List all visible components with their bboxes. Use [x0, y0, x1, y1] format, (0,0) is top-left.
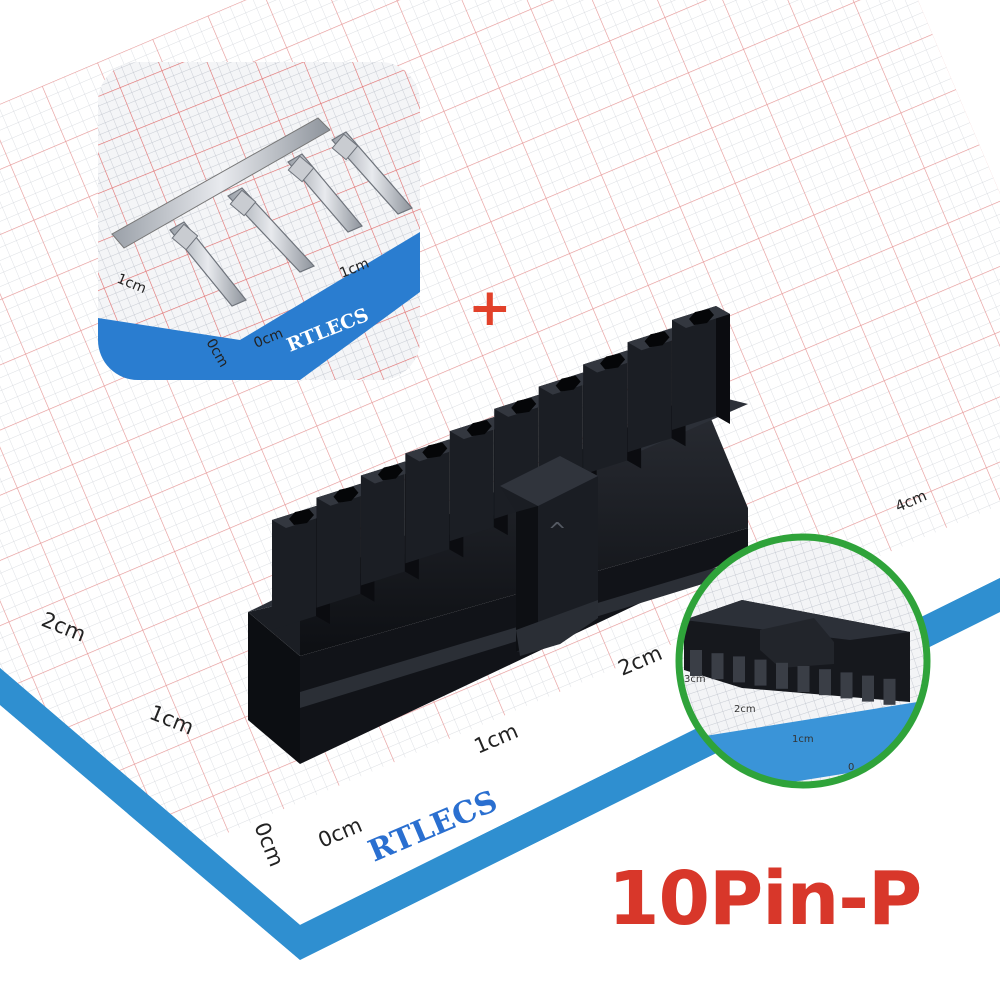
connector-housing: ^ — [248, 306, 748, 764]
mini-slot — [883, 678, 896, 705]
crimp-terminal-strip — [111, 117, 413, 307]
pin-towers — [272, 306, 730, 630]
latch-arrow-icon: ^ — [548, 519, 566, 544]
mini-slot — [711, 653, 724, 680]
pin-tower — [672, 306, 730, 430]
ruler-grid — [0, 0, 1000, 911]
circle-label-2cm: 2cm — [734, 704, 756, 715]
circle-label-1cm: 1cm — [792, 734, 814, 745]
mini-slot — [797, 666, 810, 692]
connector-latch: ^ — [500, 456, 598, 656]
mini-slot — [862, 675, 874, 702]
circle-label-0: 0 — [848, 762, 854, 773]
green-circle-frame — [675, 533, 931, 789]
terminals-inset: 1cm 0cm 0cm 1cm RTLECS — [98, 62, 420, 380]
plus-icon: + — [468, 278, 512, 338]
mini-slot — [819, 669, 831, 696]
mini-slot — [690, 650, 702, 676]
mini-slot — [754, 659, 767, 686]
mini-slot — [776, 662, 788, 689]
mini-slot — [733, 656, 745, 683]
mini-slot — [840, 672, 853, 699]
circle-label-3cm: 3cm — [684, 674, 706, 685]
product-title: 10Pin-P — [608, 856, 922, 942]
